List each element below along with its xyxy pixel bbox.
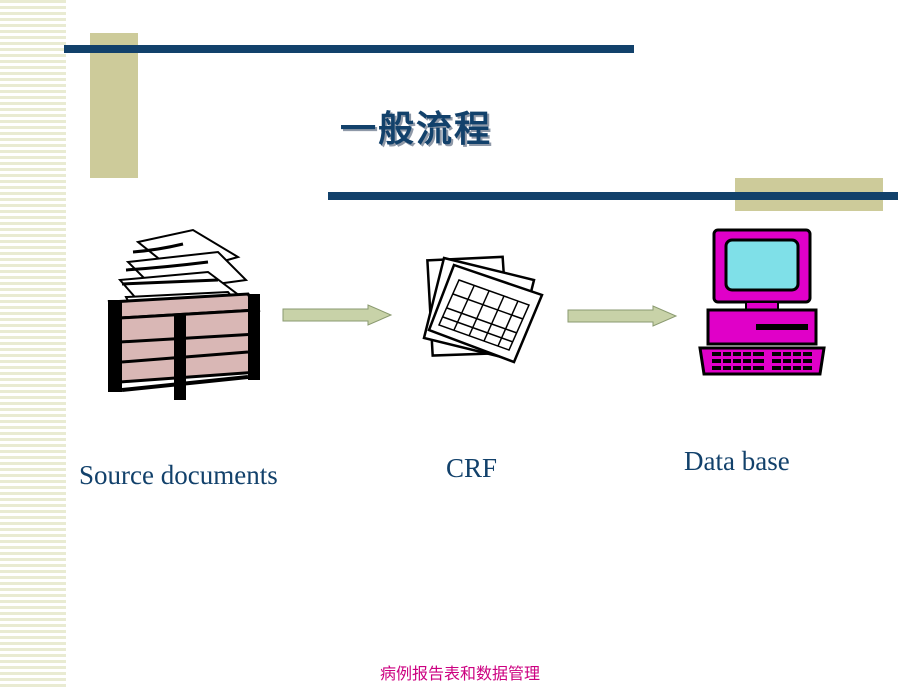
step-label-database: Data base [684, 446, 790, 476]
flow-arrow-1 [282, 304, 393, 326]
step-label-crf: CRF [446, 453, 498, 483]
computer-icon [698, 228, 826, 376]
flow-arrow-2 [567, 305, 678, 327]
slide-footer: 病例报告表和数据管理 [379, 664, 540, 683]
top-left-accent-block [90, 33, 138, 178]
bottom-title-bar [328, 192, 898, 200]
step-label-source-documents: Source documents [79, 460, 278, 490]
left-stripe-decoration [0, 0, 66, 690]
top-title-bar [64, 45, 634, 53]
crf-form-icon [422, 255, 544, 364]
document-tray-icon [107, 228, 261, 400]
slide-title: 一般流程 [340, 109, 493, 150]
